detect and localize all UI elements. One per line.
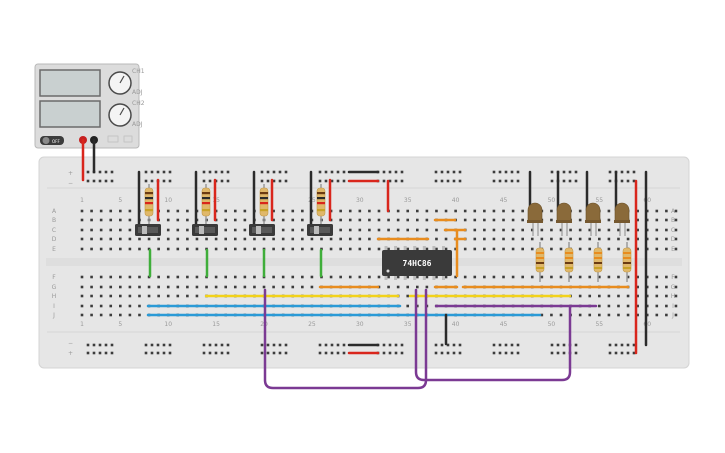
led[interactable] (585, 202, 601, 236)
row-letter: J (671, 312, 674, 319)
row-letter: C (52, 227, 56, 234)
knob-bottom-label-2: ADJ (132, 121, 143, 128)
column-number: 40 (452, 321, 460, 328)
slide-switch[interactable] (307, 224, 333, 236)
top-resistors[interactable] (144, 184, 326, 228)
slide-switch[interactable] (192, 224, 218, 236)
column-number: 45 (500, 321, 508, 328)
row-letter: G (671, 284, 676, 291)
row-letter: I (672, 303, 674, 310)
bottom-rail-plus: + (68, 350, 73, 357)
slide-switch[interactable] (135, 224, 161, 236)
top-rail-minus: − (68, 180, 73, 187)
resistor[interactable] (144, 184, 154, 228)
column-number: 50 (548, 197, 556, 204)
knob-top-label-1: CH1 (132, 68, 145, 75)
row-letter: G (52, 284, 57, 291)
column-number: 40 (452, 197, 460, 204)
row-letter: A (52, 208, 57, 215)
row-letter: F (52, 274, 56, 281)
column-number: 1 (80, 321, 84, 328)
row-letter: C (671, 227, 675, 234)
row-letter: H (671, 293, 676, 300)
row-letter: E (671, 246, 675, 253)
switch-label: OFF (52, 139, 60, 144)
led-resistor[interactable] (564, 242, 574, 282)
row-letter: E (52, 246, 56, 253)
column-number: 55 (595, 197, 603, 204)
led-resistor[interactable] (593, 242, 603, 282)
resistor[interactable] (259, 184, 269, 228)
row-letter: J (52, 312, 55, 319)
column-number: 30 (356, 321, 364, 328)
column-number: 30 (356, 197, 364, 204)
row-letter: B (52, 217, 56, 224)
row-letter: D (671, 236, 676, 243)
column-number: 5 (118, 197, 122, 204)
led-resistor[interactable] (535, 242, 545, 282)
column-number: 5 (118, 321, 122, 328)
row-letter: A (671, 208, 676, 215)
column-number: 15 (212, 321, 220, 328)
wires[interactable] (81, 138, 648, 390)
bottom-rail-minus: − (68, 340, 73, 347)
led[interactable] (556, 202, 572, 236)
power-supply[interactable]: CH1 ADJ CH2 ADJ OFF (34, 63, 145, 149)
slide-switches[interactable] (135, 224, 333, 236)
purple-wire-2 (414, 288, 572, 382)
led[interactable] (614, 202, 630, 236)
column-number: 55 (595, 321, 603, 328)
column-number: 45 (500, 197, 508, 204)
top-rail-plus: + (68, 170, 73, 177)
purple-wire-1 (263, 288, 428, 390)
row-letter: D (52, 236, 57, 243)
resistor[interactable] (316, 184, 326, 228)
column-number: 10 (164, 197, 172, 204)
slide-switch[interactable] (249, 224, 275, 236)
column-number: 1 (80, 197, 84, 204)
led[interactable] (527, 202, 543, 236)
column-number: 35 (404, 321, 412, 328)
knob-top-label-2: ADJ (132, 89, 143, 96)
display-top (39, 69, 101, 97)
chip-74hc86[interactable]: 74HC86 (382, 246, 452, 280)
column-number: 50 (548, 321, 556, 328)
row-letter: F (671, 274, 675, 281)
column-number: 35 (404, 197, 412, 204)
resistor[interactable] (201, 184, 211, 228)
display-bottom (39, 100, 101, 128)
led-resistor[interactable] (622, 242, 632, 282)
column-number: 60 (643, 321, 651, 328)
row-letter: H (52, 293, 57, 300)
leds[interactable] (527, 202, 632, 282)
chip-label: 74HC86 (403, 259, 432, 268)
knob-bottom-label-1: CH2 (132, 100, 145, 107)
row-letter: B (671, 217, 675, 224)
column-number: 60 (643, 197, 651, 204)
column-labels: 1155101015152020252530303535404045455050… (80, 197, 651, 328)
column-number: 25 (308, 321, 316, 328)
row-letter: I (53, 303, 55, 310)
column-number: 10 (164, 321, 172, 328)
